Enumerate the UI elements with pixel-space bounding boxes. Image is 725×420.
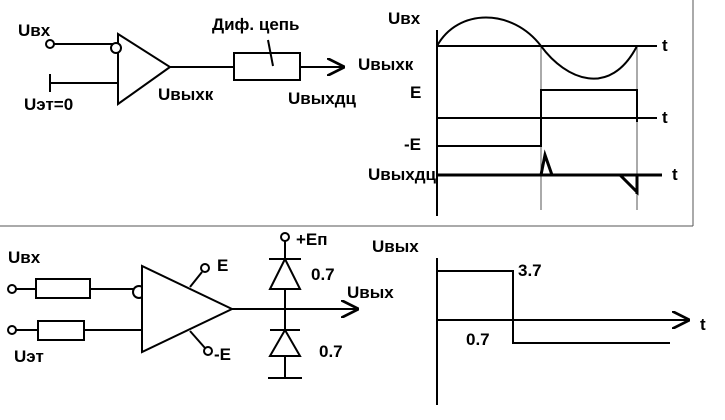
comparator-timing: Uвх t Uвыхк E t -E Uвыхдц t: [358, 9, 678, 216]
timing-plus-level-label: E: [410, 83, 421, 102]
comparator-triangle: [117, 32, 172, 106]
bottom-diode-drop-label: 0.7: [319, 342, 343, 361]
limiter-minus-supply-label: -E: [214, 345, 231, 364]
limiter-plot-low-level: 0.7: [466, 330, 490, 349]
input-terminal: [45, 39, 55, 49]
comparator-input-label: Uвх: [18, 21, 51, 40]
comparator-circuit: Uвх Uэт=0 Uвыхк Диф. цепь Uвыхдц: [18, 15, 356, 114]
rail-label: +Еп: [296, 230, 328, 249]
minus-supply-lead: [189, 330, 206, 349]
input-sine-wave: [436, 16, 638, 80]
top-panel-frame: [0, 0, 694, 227]
limiter-plot-ylabel: Uвых: [372, 237, 419, 256]
limiter-input-resistor: [35, 278, 91, 299]
top-diode-triangle: [268, 256, 302, 290]
comparator-output-wave: [437, 89, 638, 147]
limiter-input-terminal: [7, 284, 17, 294]
limiter-output-wave: [437, 270, 670, 344]
limiter-comparator-triangle: [141, 264, 235, 354]
diff-output-label: Uвыхдц: [288, 89, 356, 108]
limiter-reference-terminal: [7, 325, 17, 335]
bottom-diode-triangle: [268, 327, 302, 357]
timing-minus-level-label: -E: [404, 135, 421, 154]
limiter-circuit: Uвх Uэт E -E +Еп 0.7 0.7 Uвых: [7, 230, 394, 379]
timing-t-label-3: t: [672, 165, 678, 184]
rail-terminal: [280, 232, 290, 242]
diff-circuit-block: [233, 52, 301, 81]
limiter-plot-xlabel: t: [700, 315, 706, 334]
timing-input-label: Uвх: [388, 9, 421, 28]
limiter-input-label: Uвх: [8, 248, 41, 267]
inverting-input-bubble: [110, 42, 122, 54]
limiter-output-label: Uвых: [347, 283, 394, 302]
plus-supply-lead: [189, 271, 203, 288]
limiter-reference-label: Uэт: [14, 347, 44, 366]
timing-t-label-2: t: [662, 108, 668, 127]
comparator-reference-label: Uэт=0: [24, 95, 73, 114]
limiter-plot-high-level: 3.7: [518, 261, 542, 280]
minus-supply-terminal: [203, 346, 213, 356]
limiter-plus-supply-label: E: [217, 256, 228, 275]
timing-t-label-1: t: [662, 36, 668, 55]
limiter-plot: Uвых t 3.7 0.7: [372, 237, 706, 405]
top-diode-drop-label: 0.7: [311, 265, 335, 284]
diff-circuit-pointer: [267, 39, 274, 67]
timing-diff-label: Uвыхдц: [368, 165, 436, 184]
timing-output-label: Uвыхк: [358, 55, 414, 74]
diff-circuit-label: Диф. цепь: [212, 15, 300, 34]
plus-supply-terminal: [200, 263, 210, 273]
comparator-output-label: Uвыхк: [158, 85, 214, 104]
limiter-reference-resistor: [37, 320, 85, 341]
